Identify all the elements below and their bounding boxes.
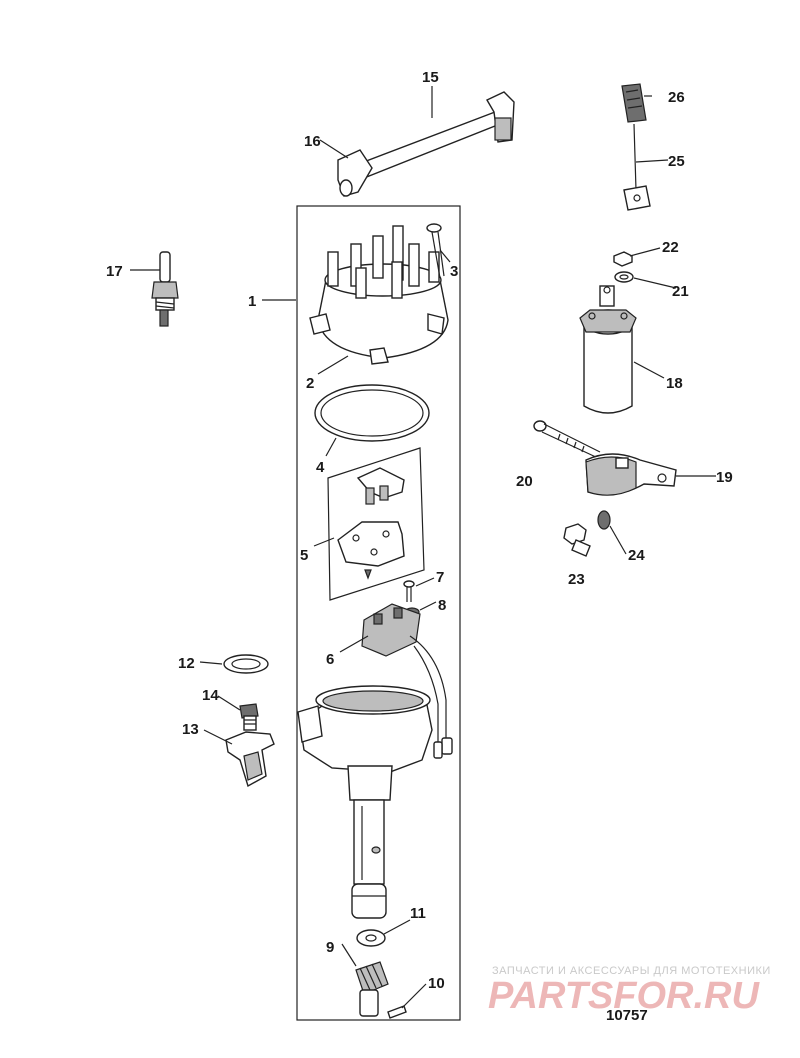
callout-23: 23 [568, 571, 585, 588]
callout-2: 2 [306, 375, 314, 392]
callout-5: 5 [300, 547, 308, 564]
callout-25: 25 [668, 153, 685, 170]
callout-12: 12 [178, 655, 195, 672]
callout-7: 7 [436, 569, 444, 586]
cap-screw [426, 223, 445, 279]
callout-17: 17 [106, 263, 123, 280]
watermark-tagline: ЗАПЧАСТИ И АКСЕССУАРЫ ДЛЯ МОТОТЕХНИКИ [492, 965, 771, 977]
callout-15: 15 [422, 69, 439, 86]
bracket-mount-bolt [563, 523, 591, 557]
ignition-module [361, 603, 453, 759]
callout-16: 16 [304, 133, 321, 150]
callout-1: 1 [248, 293, 256, 310]
callout-19: 19 [716, 469, 733, 486]
coil-bracket [585, 453, 677, 496]
callout-13: 13 [182, 721, 199, 738]
spark-plug [151, 251, 179, 327]
callout-18: 18 [666, 375, 683, 392]
callout-14: 14 [202, 687, 219, 704]
leader-lines [130, 86, 716, 1009]
watermark-brand: PARTSFOR.RU [488, 975, 760, 1017]
rotor-kit [327, 447, 425, 601]
callout-24: 24 [628, 547, 645, 564]
shaft-washer [356, 929, 386, 947]
distributor-cap [309, 225, 449, 365]
callout-20: 20 [516, 473, 533, 490]
bracket-washer [597, 510, 611, 530]
callout-10: 10 [428, 975, 445, 992]
roll-pin [387, 1005, 407, 1019]
figure-reference-number: 10757 [606, 1007, 648, 1024]
distributor-assembly-frame [296, 205, 461, 1021]
ignition-coil [579, 285, 637, 414]
clamp-bolt [239, 703, 259, 731]
coil-lead-connector [621, 83, 651, 211]
coil-nut [613, 251, 634, 283]
hold-down-clamp [225, 731, 275, 788]
cap-gasket [314, 384, 430, 442]
housing-gasket [223, 654, 269, 674]
spark-plug-wire [337, 91, 515, 197]
callout-4: 4 [316, 459, 325, 476]
callout-8: 8 [438, 597, 446, 614]
callout-11: 11 [410, 905, 426, 922]
drive-gear [355, 961, 389, 1017]
callout-21: 21 [672, 283, 689, 300]
callout-26: 26 [668, 89, 685, 106]
distributor-housing [297, 685, 433, 919]
callout-22: 22 [662, 239, 679, 256]
callout-6: 6 [326, 651, 334, 668]
callout-9: 9 [326, 939, 334, 956]
callout-3: 3 [450, 263, 458, 280]
bracket-bolt [533, 420, 601, 459]
